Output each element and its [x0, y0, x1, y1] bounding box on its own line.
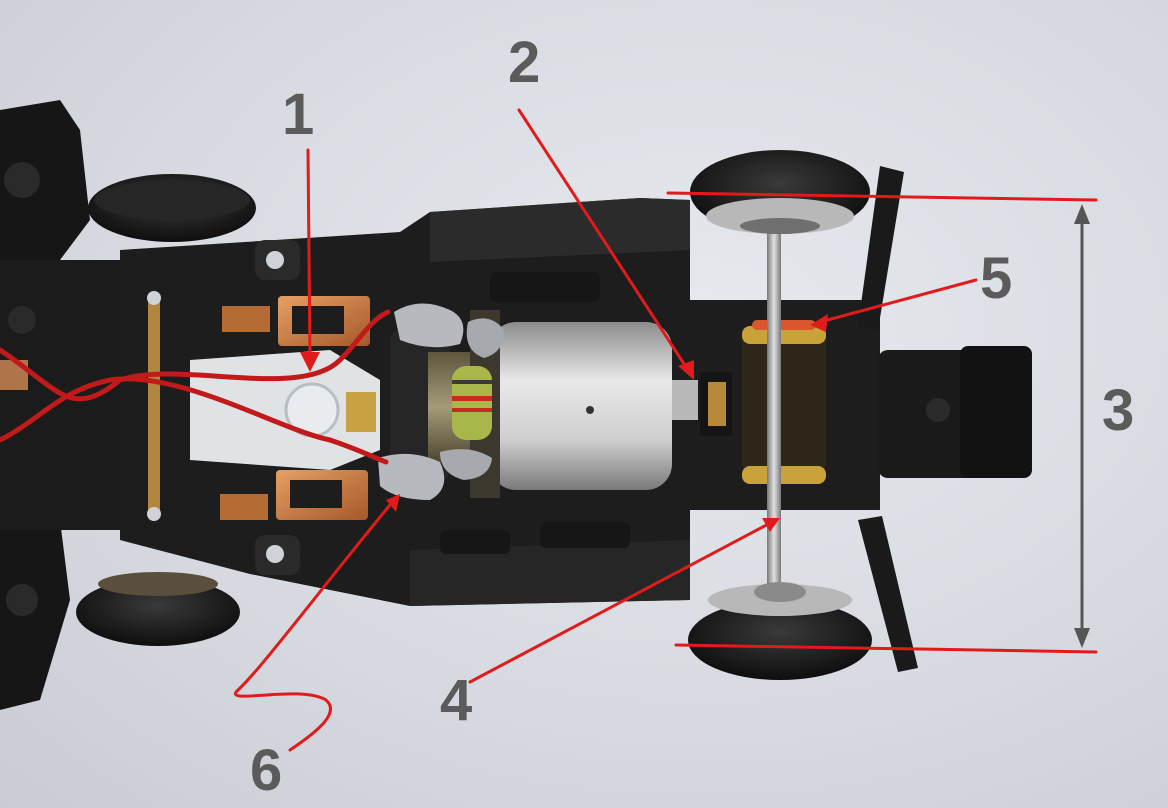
pinion-housing — [190, 350, 380, 470]
rear-axle — [767, 200, 781, 600]
callout-number-4: 4 — [440, 668, 473, 733]
arrowhead-4 — [762, 518, 780, 532]
front-wheel-bottom — [76, 572, 240, 646]
motor — [390, 310, 698, 498]
leader-line-5 — [818, 278, 978, 324]
callout-number-1: 1 — [282, 82, 315, 147]
guide-braid-spring — [147, 291, 161, 521]
track-width-dimension — [1074, 204, 1090, 648]
suppression-resistor — [452, 366, 492, 440]
callout-number-6: 6 — [250, 738, 283, 803]
annotation-lines — [233, 108, 1098, 752]
width-line-top — [666, 191, 1098, 202]
arrowhead-2 — [678, 360, 694, 380]
leader-line-1 — [306, 148, 312, 362]
width-line-bottom — [674, 643, 1098, 654]
rear-wheel-top — [690, 150, 870, 234]
arrowhead-1 — [300, 352, 320, 372]
arrowhead-5 — [810, 314, 828, 332]
motor-wires — [0, 309, 391, 465]
solder-joints — [378, 303, 505, 500]
tail-block — [858, 166, 1032, 672]
callout-number-3: 3 — [1102, 378, 1135, 443]
rear-wheel-bottom — [688, 582, 872, 680]
leader-line-4 — [468, 520, 774, 684]
brush-contacts — [220, 296, 370, 520]
leader-line-2 — [517, 108, 690, 372]
callout-number-5: 5 — [980, 246, 1013, 311]
annotation-arrowheads — [300, 314, 828, 532]
front-wheel-top — [88, 174, 256, 242]
callout-number-2: 2 — [508, 30, 541, 95]
leader-line-6 — [233, 498, 396, 752]
arrowhead-6 — [386, 494, 400, 512]
